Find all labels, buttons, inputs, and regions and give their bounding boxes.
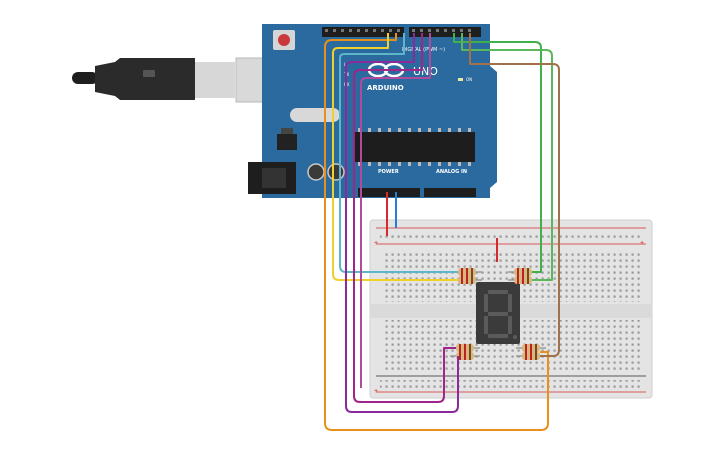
arduino-brand-text: ARDUINO (367, 84, 404, 92)
analog-header (424, 188, 476, 197)
wire-magenta (353, 33, 456, 403)
wire-brown (469, 33, 560, 357)
wire-green-2 (461, 33, 553, 281)
rail-plus-bottom: + (374, 388, 378, 395)
capacitor-2 (327, 163, 345, 181)
resistor-6 (450, 352, 480, 360)
on-led (458, 78, 463, 81)
wire-teal (339, 33, 458, 273)
resistors (450, 268, 546, 360)
top-header-left (322, 27, 404, 37)
voltage-regulator (277, 134, 297, 150)
digital-label: DIGITAL (PWM ~) (402, 47, 445, 53)
wire-plum (360, 33, 431, 388)
resistor-5 (450, 344, 480, 352)
wires (324, 33, 560, 431)
resistor-1 (452, 268, 482, 276)
rail-holes-top (380, 232, 642, 240)
usb-plug-housing (95, 58, 195, 100)
crystal-oscillator (290, 108, 340, 122)
power-header (358, 188, 420, 197)
segment-digit-icon (484, 290, 517, 339)
rail-plus-top-right: + (640, 240, 644, 247)
power-jack-icon (248, 162, 296, 194)
wire-orange (324, 33, 549, 431)
uno-model-text: UNO (413, 65, 438, 78)
resistor-7 (516, 344, 546, 352)
usb-cable-tip (72, 72, 98, 84)
usb-symbol-icon (143, 70, 155, 77)
usb-metal-shell (195, 62, 235, 98)
on-label: ON (466, 77, 472, 82)
wire-purple (345, 33, 459, 413)
resistor-8 (516, 352, 546, 360)
top-header-pins (325, 29, 471, 32)
wire-yellow (332, 33, 458, 281)
l-label: L (344, 62, 347, 67)
wire-green (453, 33, 542, 273)
reset-button-icon[interactable] (273, 30, 295, 50)
seven-segment-display[interactable] (476, 282, 520, 344)
rail-plus-top: + (374, 240, 378, 247)
analog-in-label: ANALOG IN (436, 169, 467, 175)
power-label: POWER (378, 169, 399, 175)
usb-cable-icon[interactable] (72, 57, 277, 103)
arduino-board[interactable]: DIGITAL (PWM ~) TX RX L ARDUINO UNO ON (248, 24, 497, 198)
atmega-chip (355, 132, 475, 162)
capacitor-1 (307, 163, 325, 181)
rail-holes-bottom (380, 380, 642, 388)
